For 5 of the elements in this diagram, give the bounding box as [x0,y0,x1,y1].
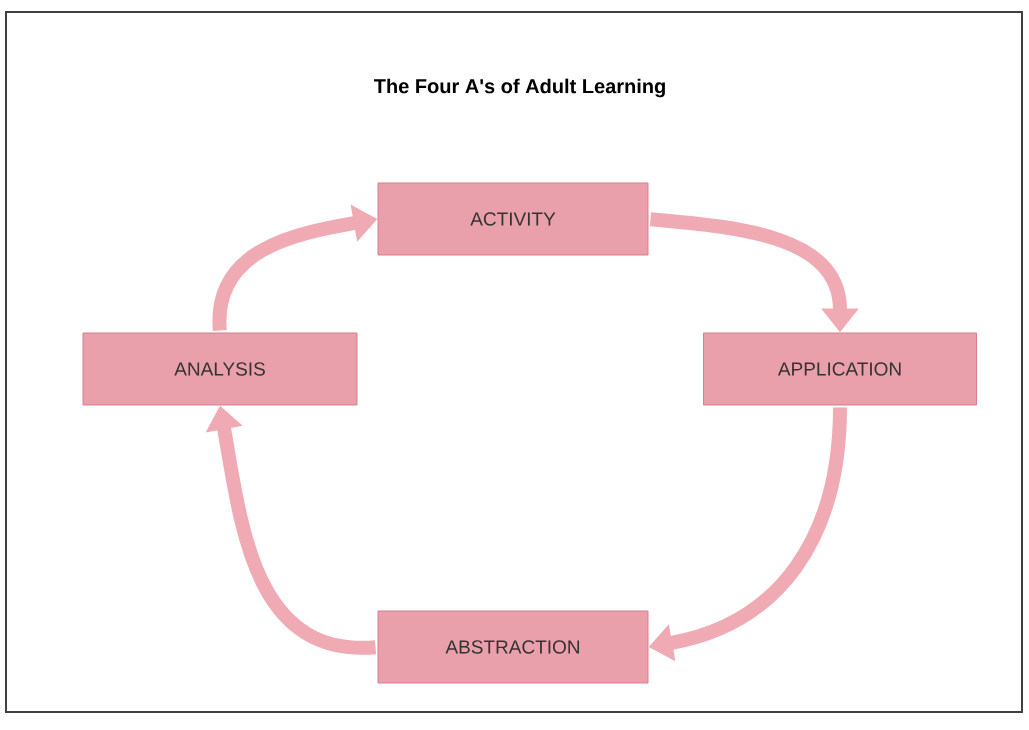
process-box: ANALYSIS [82,332,358,406]
process-box: ABSTRACTION [377,610,649,684]
title: The Four A's of Adult Learning [373,78,665,98]
process-box: ACTIVITY [377,182,649,256]
process-box: APPLICATION [703,332,977,406]
